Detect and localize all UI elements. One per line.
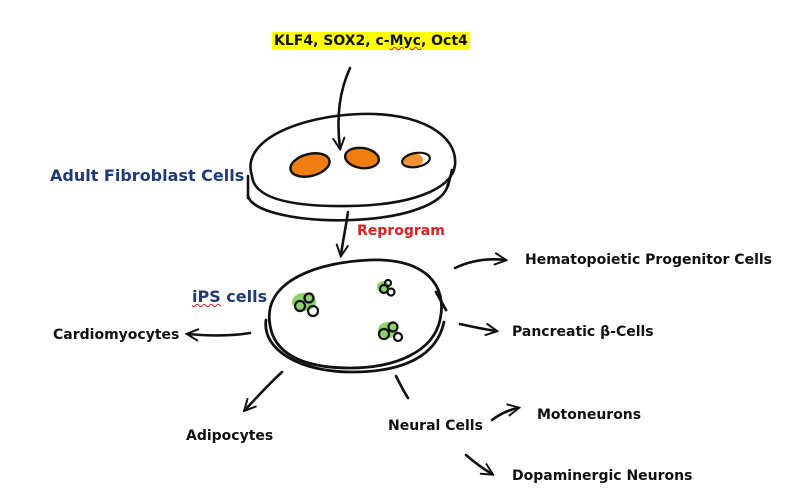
neural-cells-label: Neural Cells: [388, 418, 483, 434]
ips-cells-label: iPS cells: [192, 288, 267, 306]
hematopoietic-label: Hematopoietic Progenitor Cells: [525, 252, 773, 268]
arrow-neural: [394, 374, 410, 400]
factors-myc-text: Myc: [389, 33, 421, 49]
arrow-dopaminergic: [464, 453, 492, 474]
adipocytes-label: Adipocytes: [186, 428, 274, 444]
ips-text: iPS: [192, 287, 221, 306]
cardiomyocytes-label: Cardiomyocytes: [53, 327, 180, 343]
motoneurons-label: Motoneurons: [537, 407, 642, 423]
factors-tail-text: , Oct4: [420, 33, 468, 49]
reprogram-arrow: [341, 210, 350, 255]
reprogramming-factors-label: KLF4, SOX2, c-Myc, Oct4: [272, 32, 470, 50]
adult-fibroblast-label: Adult Fibroblast Cells: [50, 166, 245, 185]
pancreatic-label: Pancreatic β-Cells: [512, 324, 654, 340]
arrow-adipocytes: [245, 370, 284, 410]
arrow-pancreatic: [458, 322, 496, 331]
reprogram-label: Reprogram: [357, 223, 445, 239]
ips-tail-text: cells: [220, 287, 268, 306]
fibroblast-cells: [289, 146, 431, 178]
factors-arrow: [338, 66, 352, 148]
ips-dish: [264, 258, 448, 374]
dopaminergic-label: Dopaminergic Neurons: [512, 468, 693, 484]
culture-dish: [246, 112, 457, 222]
factors-text: KLF4, SOX2, c-: [274, 33, 390, 49]
arrow-cardiomyocytes: [188, 333, 252, 335]
arrow-hematopoietic: [453, 259, 505, 270]
arrow-motoneurons: [490, 408, 518, 422]
ips-colonies: [292, 278, 404, 343]
